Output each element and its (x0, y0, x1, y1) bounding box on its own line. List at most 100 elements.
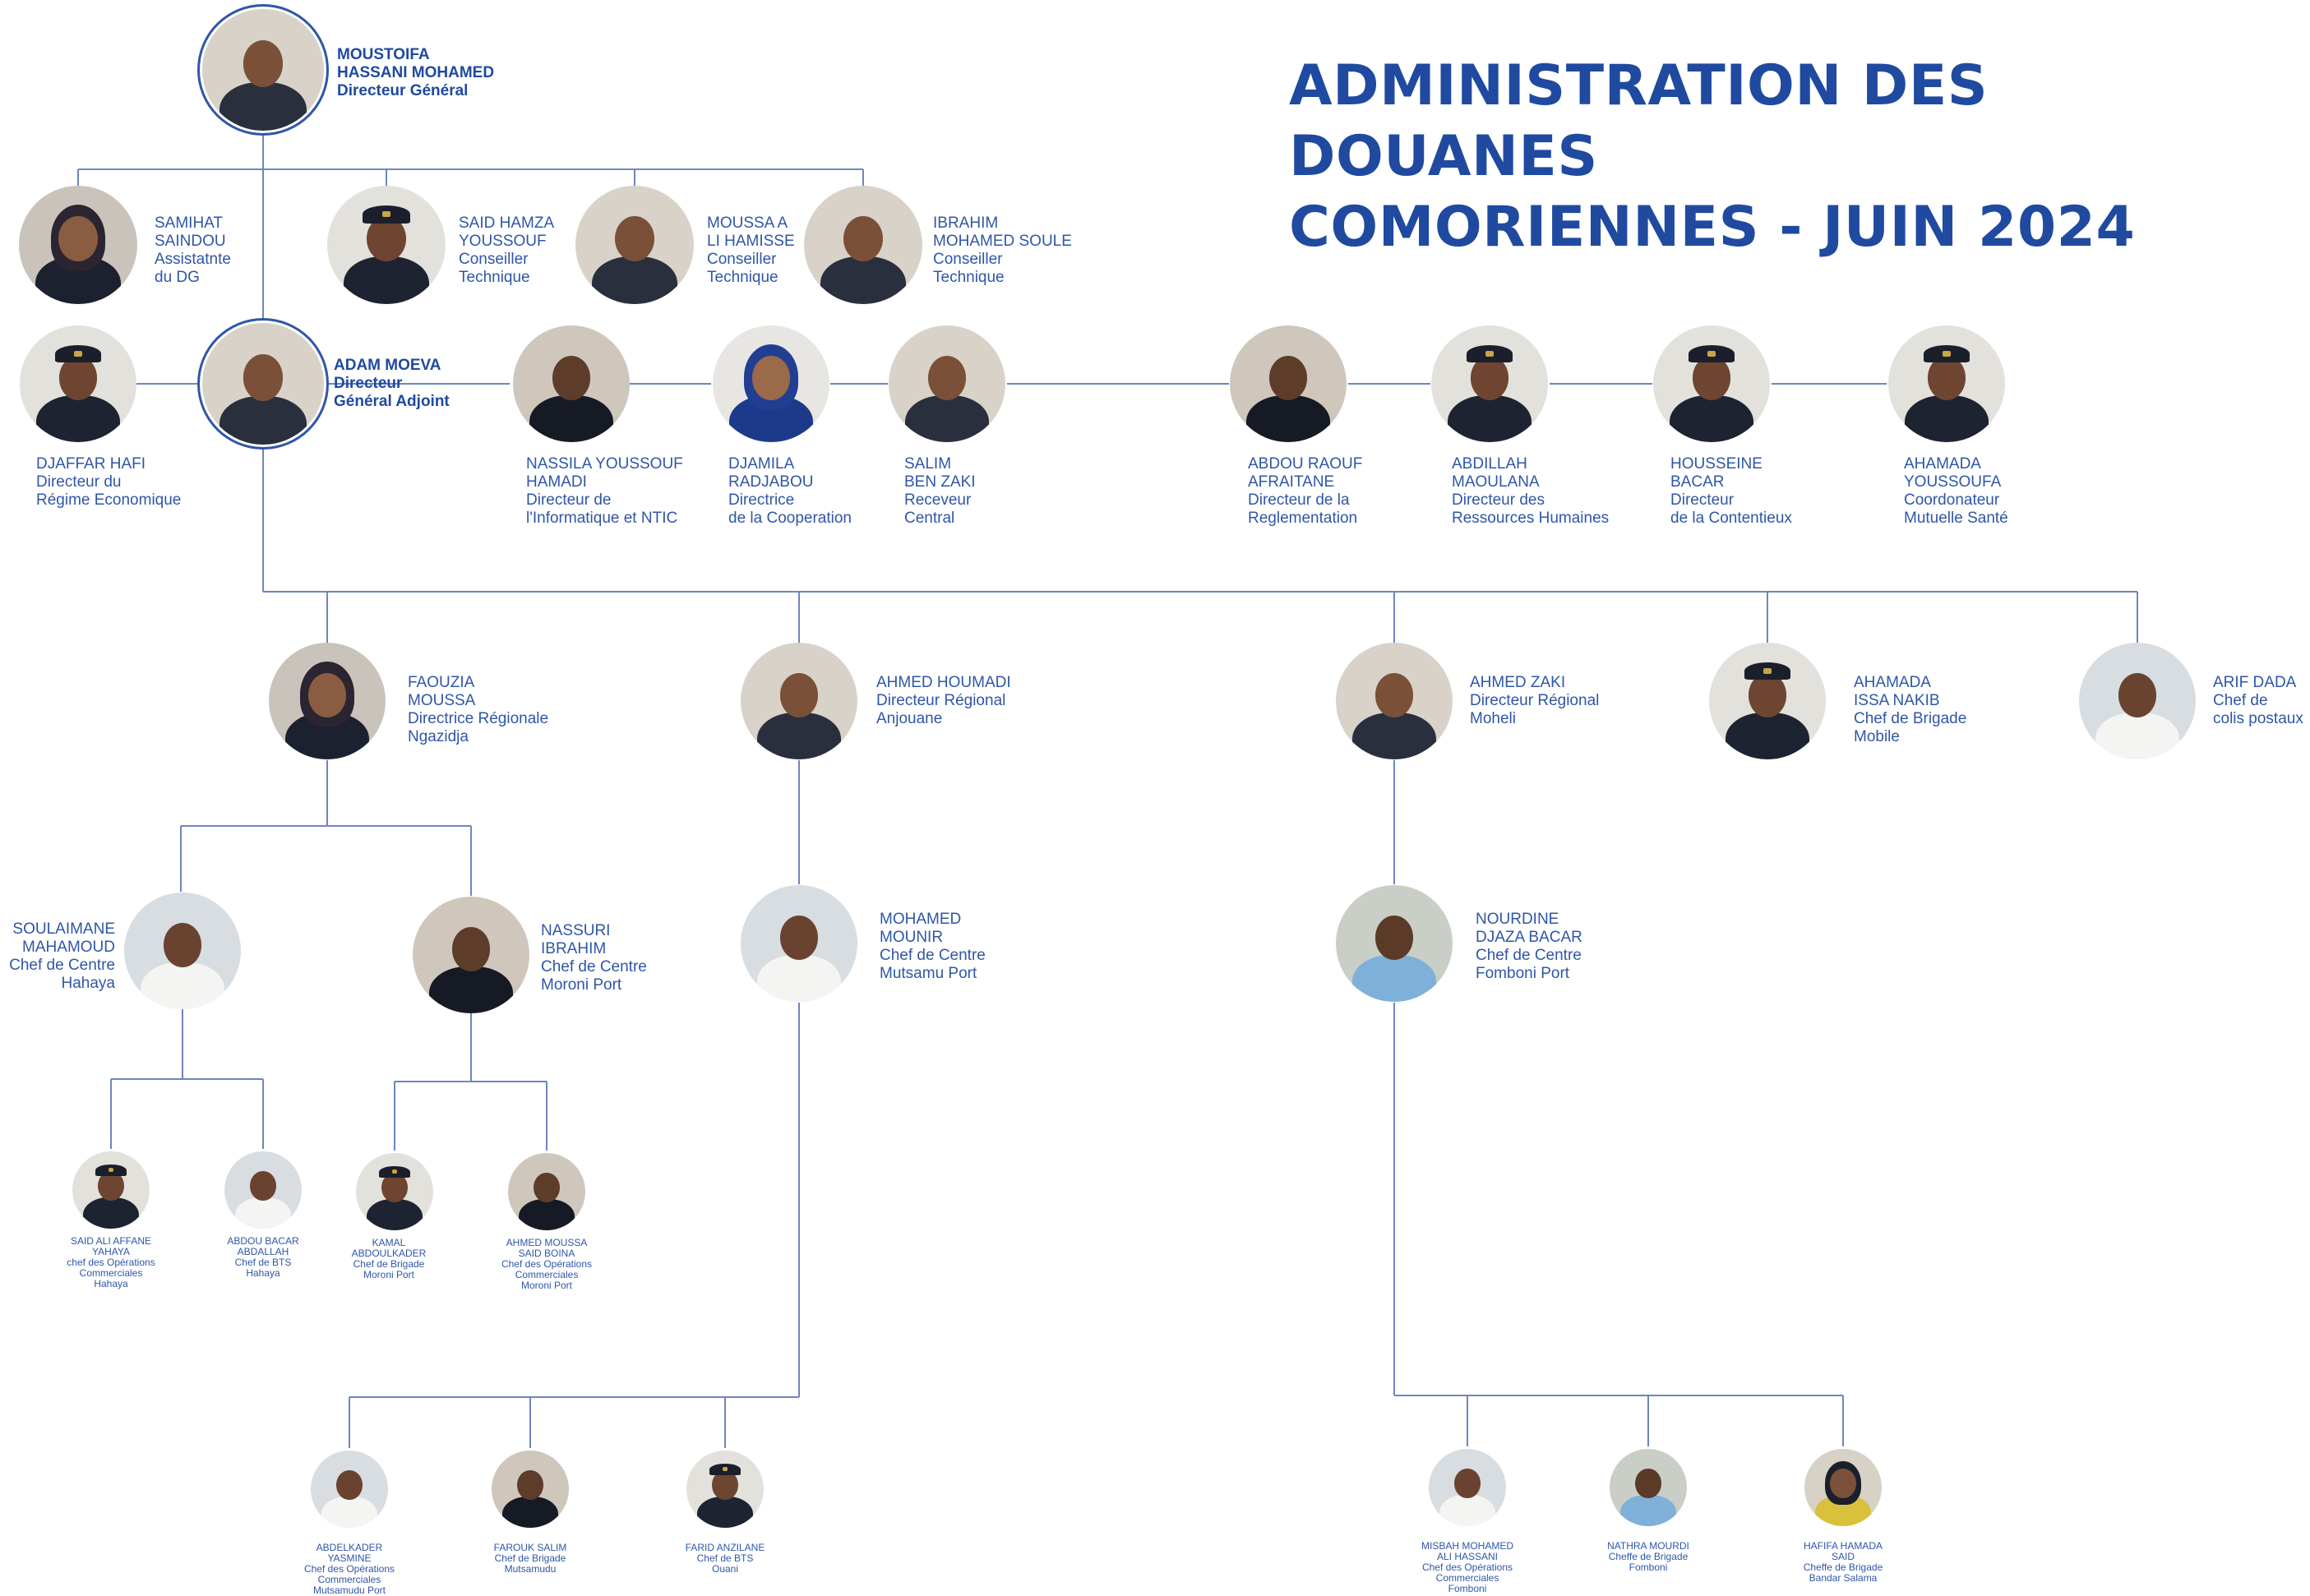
person-title-line: Fomboni Port (1476, 965, 1570, 982)
person-title-line: Chef des Opérations (501, 1258, 593, 1270)
person-name: FAOUZIA (408, 674, 475, 691)
person-title-line: colis postaux (2213, 710, 2303, 727)
portrait-photo (20, 325, 136, 442)
portrait-photo (686, 1451, 764, 1528)
person-title-line: Ressources Humaines (1452, 510, 1610, 527)
title-line-2: COMORIENNES - JUIN 2024 (1289, 195, 2136, 260)
person-title-line: AFRAITANE (1248, 473, 1335, 491)
portrait-photo (1804, 1449, 1882, 1526)
person-name: KAMAL (372, 1237, 406, 1248)
person-title-line: MOUSSA (408, 692, 476, 709)
person-title-line: SAINDOU (155, 233, 226, 250)
person-title-line: Directrice (728, 491, 795, 509)
person-name: MISBAH MOHAMED (1421, 1540, 1513, 1552)
person-title-line: IBRAHIM (541, 940, 607, 957)
person-title-line: HASSANI MOHAMED (337, 64, 495, 81)
person-title-line: Directeur de (526, 491, 612, 509)
person-name: MOUSSA A (707, 214, 788, 232)
person-name: SAID HAMZA (459, 214, 555, 232)
person-title-line: Directeur des (1452, 491, 1545, 509)
person-name: FAROUK SALIM (493, 1542, 567, 1553)
person-title-line: LI HAMISSE (707, 233, 795, 250)
person-title-line: SAID (1831, 1551, 1855, 1562)
person-title-line: Anjouane (876, 710, 943, 727)
person-name: SAID ALI AFFANE (70, 1235, 152, 1247)
person-title-line: Chef de Centre (880, 947, 986, 964)
person-name: SALIM (904, 455, 952, 473)
person-name: NATHRA MOURDI (1607, 1540, 1689, 1552)
person-title-line: BACAR (1670, 473, 1725, 491)
person-name: ADAM MOEVA (334, 357, 441, 374)
portrait-photo (224, 1151, 302, 1229)
person-name: ARIF DADA (2213, 674, 2297, 691)
person-title-line: Directeur du (36, 473, 122, 491)
person-title-line: ALI HASSANI (1436, 1551, 1499, 1562)
person-title-line: Central (904, 510, 955, 527)
person-title-line: Technique (933, 269, 1005, 286)
person-title-line: Bandar Salama (1809, 1572, 1878, 1584)
person-title-line: YASMINE (327, 1552, 372, 1564)
portrait-photo (327, 186, 446, 304)
portrait-photo (202, 323, 324, 445)
person-title-line: BEN ZAKI (904, 473, 976, 491)
person-title-line: Ngazidja (408, 728, 469, 745)
person-title-line: Technique (707, 269, 778, 286)
person-title-line: Moheli (1470, 710, 1516, 727)
person-name: AHAMADA (1904, 455, 1981, 473)
person-title-line: Directeur Régional (1470, 692, 1600, 709)
person-title-line: chef des Opérations (67, 1257, 155, 1268)
portrait-photo (1610, 1449, 1687, 1526)
portrait-photo (492, 1451, 569, 1528)
portrait-photo (124, 893, 241, 1009)
portrait-photo (713, 325, 829, 442)
person-title-line: Commerciales (317, 1574, 381, 1585)
person-title-line: Chef de BTS (234, 1257, 292, 1268)
person-name: ABDOU BACAR (227, 1235, 299, 1247)
person-title-line: Mutsamudu Port (312, 1584, 386, 1596)
portrait-photo (19, 186, 137, 304)
person-name: ABDOU RAOUF (1248, 455, 1363, 473)
person-title-line: Chef des Opérations (1421, 1561, 1513, 1573)
person-title-line: Conseiller (459, 251, 529, 268)
person-title-line: Technique (459, 269, 530, 286)
person-title-line: MAOULANA (1452, 473, 1540, 491)
title-line-1: ADMINISTRATION DES DOUANES (1289, 53, 1989, 189)
person-title-line: Chef de (2213, 692, 2268, 709)
person-title-line: Cheffe de Brigade (1803, 1561, 1883, 1573)
person-title-line: Moroni Port (520, 1280, 573, 1291)
person-name: NOURDINE (1476, 911, 1559, 928)
portrait-photo (72, 1151, 150, 1229)
person-title-line: Mobile (1854, 728, 1900, 745)
person-title-line: Directrice Régionale (408, 710, 549, 727)
person-title-line: Directeur de la (1248, 491, 1350, 509)
portrait-photo (1653, 325, 1770, 442)
person-name: NASSURI (541, 922, 611, 939)
person-title-line: Commerciales (79, 1267, 143, 1279)
person-title-line: Directeur (1670, 491, 1735, 509)
person-name: AHAMADA (1854, 674, 1931, 691)
person-title-line: Chef de Brigade (353, 1258, 425, 1270)
portrait-photo (1336, 643, 1453, 759)
person-title-line: Chef de Brigade (1854, 710, 1967, 727)
person-title-line: Mutuelle Santé (1904, 510, 2008, 527)
person-title-line: Général Adjoint (334, 393, 450, 410)
person-name: MOUSTOIFA (337, 46, 430, 63)
portrait-photo (311, 1451, 388, 1528)
